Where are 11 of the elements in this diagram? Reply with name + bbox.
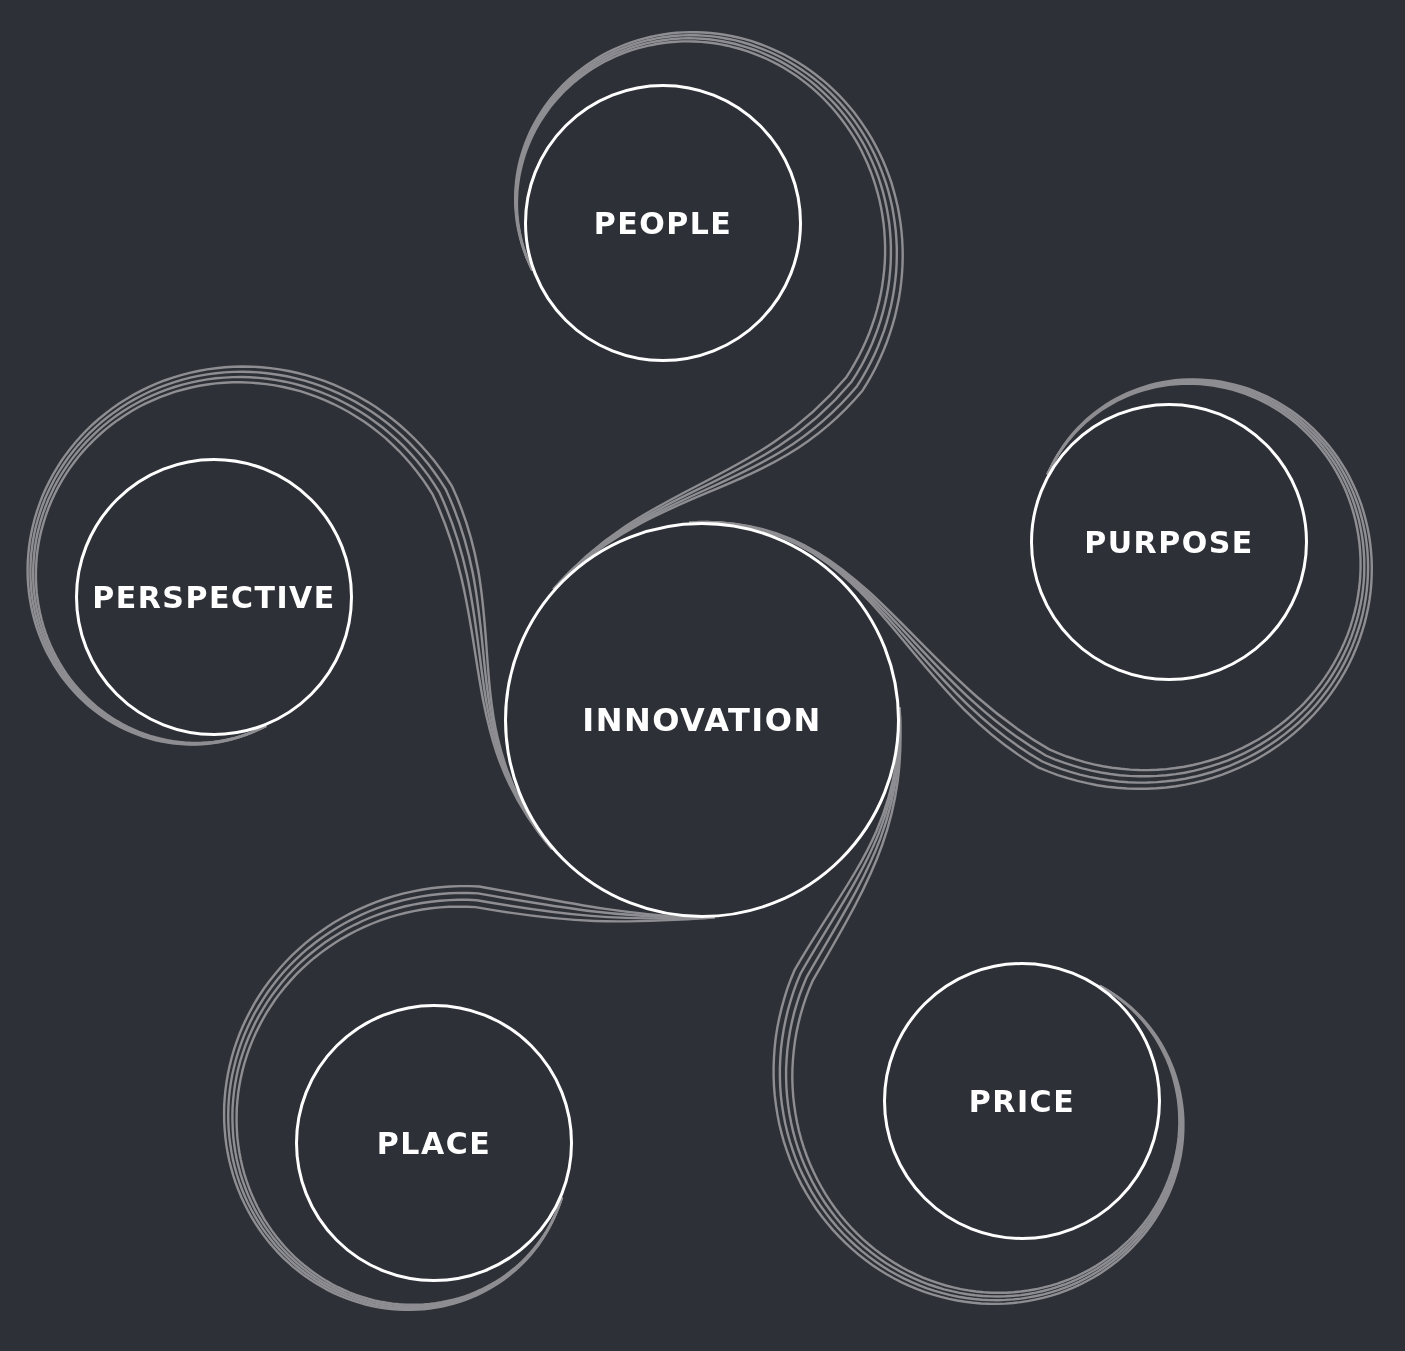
line-bundle (26, 365, 553, 850)
node-label: PURPOSE (1084, 524, 1254, 560)
line-bundle (222, 884, 715, 1311)
node-label: PLACE (376, 1125, 492, 1161)
line-bundle (772, 707, 1185, 1306)
line-bundle (689, 378, 1373, 790)
node-label: PERSPECTIVE (92, 579, 336, 615)
line-bundle (514, 31, 904, 591)
node-label: PEOPLE (593, 205, 733, 241)
node-label: INNOVATION (582, 701, 822, 739)
node-label: PRICE (968, 1083, 1076, 1119)
